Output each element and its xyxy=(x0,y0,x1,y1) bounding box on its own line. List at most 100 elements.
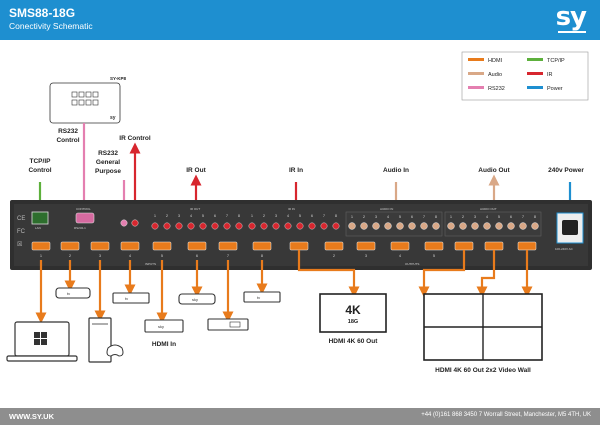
port-number: 5 xyxy=(299,214,301,218)
rs232-control-label-1: RS232 xyxy=(58,128,78,135)
irin-port xyxy=(332,222,340,230)
keypad-icon: sy xyxy=(49,82,121,124)
legend-label-tcpip: TCP/IP xyxy=(547,58,565,64)
hdmi-output-port xyxy=(517,241,537,251)
port-number: 2 xyxy=(462,215,464,219)
port-number: 3 xyxy=(375,215,377,219)
ir-in-label: IR In xyxy=(289,167,303,174)
svg-text:sy: sy xyxy=(110,115,116,121)
media-player-icon: tv xyxy=(55,287,91,299)
rs232-general-label-1: RS232 xyxy=(98,150,118,157)
port-number: 6 xyxy=(214,214,216,218)
hdmi-input-port xyxy=(120,241,140,251)
legend: HDMI TCP/IP Audio IR RS232 Power xyxy=(461,51,589,101)
ain-jack xyxy=(384,222,392,230)
hdmi-input-port xyxy=(90,241,110,251)
port-number: 4 xyxy=(129,254,131,258)
port-number: 2 xyxy=(333,254,335,258)
svg-text:CE: CE xyxy=(17,216,25,222)
irin-port xyxy=(248,222,256,230)
audio-out-group-label: AUDIO OUT xyxy=(480,207,497,211)
port-number: 7 xyxy=(227,254,229,258)
port-number: 4 xyxy=(190,214,192,218)
legend-label-hdmi: HDMI xyxy=(488,58,503,64)
irin-port xyxy=(272,222,280,230)
hdmi-input-port xyxy=(31,241,51,251)
ain-jack xyxy=(420,222,428,230)
aout-jack xyxy=(507,222,515,230)
port-number: 4 xyxy=(486,215,488,219)
aout-jack xyxy=(495,222,503,230)
port-number: 8 xyxy=(435,215,437,219)
ain-jack xyxy=(360,222,368,230)
irin-port xyxy=(284,222,292,230)
port-number: 2 xyxy=(69,254,71,258)
port-number: 5 xyxy=(399,215,401,219)
irout-port xyxy=(151,222,159,230)
svg-text:tv: tv xyxy=(257,295,260,300)
hdmi-output-port xyxy=(484,241,504,251)
aout-jack xyxy=(519,222,527,230)
power-label: 240v Power xyxy=(548,167,584,174)
aout-jack xyxy=(483,222,491,230)
rs232-port xyxy=(75,212,95,224)
control-port-label: CONTROL xyxy=(76,207,91,211)
legend-label-ir: IR xyxy=(547,72,553,78)
tv-18g-text: 18G xyxy=(348,319,358,325)
brand-logo: sy xyxy=(555,2,587,32)
hdmi-input-port xyxy=(60,241,80,251)
port-number: 6 xyxy=(311,214,313,218)
aout-jack xyxy=(531,222,539,230)
port-number: 5 xyxy=(498,215,500,219)
legend-item-rs232: RS232 xyxy=(468,86,505,92)
ain-jack xyxy=(432,222,440,230)
legend-label-audio: Audio xyxy=(488,72,502,78)
port-number: 5 xyxy=(161,254,163,258)
port-number: 6 xyxy=(411,215,413,219)
port-number: 4 xyxy=(287,214,289,218)
irout-port xyxy=(163,222,171,230)
rs232-general-label-2: General xyxy=(96,159,120,166)
svg-text:sky: sky xyxy=(192,297,198,302)
irout-port xyxy=(235,222,243,230)
page-subtitle: Conectivity Schematic xyxy=(9,21,93,31)
irin-port xyxy=(296,222,304,230)
rs232-gp-port xyxy=(120,219,128,227)
svg-text:FC: FC xyxy=(17,229,26,235)
svg-text:tv: tv xyxy=(125,296,128,301)
hdmi-4k-out-label: HDMI 4K 60 Out xyxy=(329,338,379,345)
tv-icon: 4K 18G xyxy=(319,293,387,333)
svg-text:tv: tv xyxy=(67,291,70,296)
header-bar: SMS88-18G Conectivity Schematic sy xyxy=(0,0,600,40)
legend-label-rs232: RS232 xyxy=(488,86,505,92)
hdmi-output-cables xyxy=(297,250,533,298)
ain-jack xyxy=(348,222,356,230)
svg-text:☒: ☒ xyxy=(17,241,22,248)
laptop-icon xyxy=(6,321,78,362)
port-number: 8 xyxy=(534,215,536,219)
keypad-label: SY-KP8 xyxy=(110,76,127,81)
power-port-label: 100-240V AC xyxy=(555,247,574,251)
lan-port xyxy=(31,211,49,225)
port-number: 4 xyxy=(399,254,401,258)
aout-jack xyxy=(471,222,479,230)
rs232-port-label: RS232-1 xyxy=(74,226,86,230)
tcpip-label-1: TCP/IP xyxy=(30,158,52,165)
footer-website: WWW.SY.UK xyxy=(9,412,54,421)
legend-item-audio: Audio xyxy=(468,72,502,78)
hdmi-output-port xyxy=(289,241,309,251)
port-number: 3 xyxy=(474,215,476,219)
port-number: 2 xyxy=(166,214,168,218)
audio-in-group-label: AUDIO IN xyxy=(380,207,393,211)
irout-port xyxy=(199,222,207,230)
set-top-box-icon: sky xyxy=(144,319,184,333)
footer-address: +44 (0)161 868 3450 7 Worrall Street, Ma… xyxy=(421,412,591,418)
port-number: 1 xyxy=(251,214,253,218)
lan-port-label: LAN xyxy=(35,226,41,230)
page-title: SMS88-18G xyxy=(9,6,76,20)
audio-in-label: Audio In xyxy=(383,167,409,174)
